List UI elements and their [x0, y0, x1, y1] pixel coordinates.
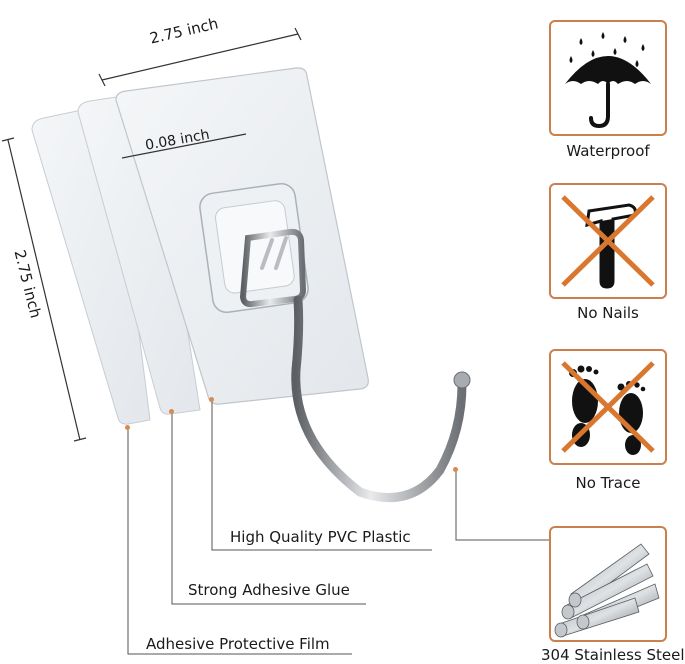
feature-waterproof-box [549, 20, 667, 136]
pad-layer-glue [77, 91, 201, 415]
steel-hook [239, 228, 471, 503]
leader-lines [127, 400, 552, 655]
feature-no-trace-label: No Trace [575, 474, 641, 492]
feature-waterproof-label: Waterproof [566, 142, 650, 160]
hammer-crossed-icon [561, 195, 655, 289]
hook-marker [453, 467, 458, 472]
layer-marker-glue [169, 409, 174, 414]
width-dimension-line [98, 27, 302, 87]
layer-marker-pvc [209, 397, 214, 402]
feature-no-trace-box [549, 349, 667, 465]
thickness-dimension-line [121, 133, 247, 159]
pad-layer-film [31, 103, 151, 425]
footprints-crossed-icon [561, 361, 655, 455]
layer-label-film: Adhesive Protective Film [146, 635, 330, 653]
umbrella-icon [565, 32, 651, 129]
feature-no-nails-label: No Nails [577, 304, 639, 322]
feature-steel-label: 304 Stainless Steel [541, 646, 685, 664]
steel-rods-icon [554, 543, 660, 638]
hook-mount-plate [199, 182, 309, 314]
feature-steel-box [549, 526, 667, 642]
height-dimension-line [1, 137, 87, 442]
layer-marker-film [125, 425, 130, 430]
layer-label-glue: Strong Adhesive Glue [188, 581, 350, 599]
layer-label-pvc: High Quality PVC Plastic [230, 528, 411, 546]
feature-no-nails-box [549, 183, 667, 299]
